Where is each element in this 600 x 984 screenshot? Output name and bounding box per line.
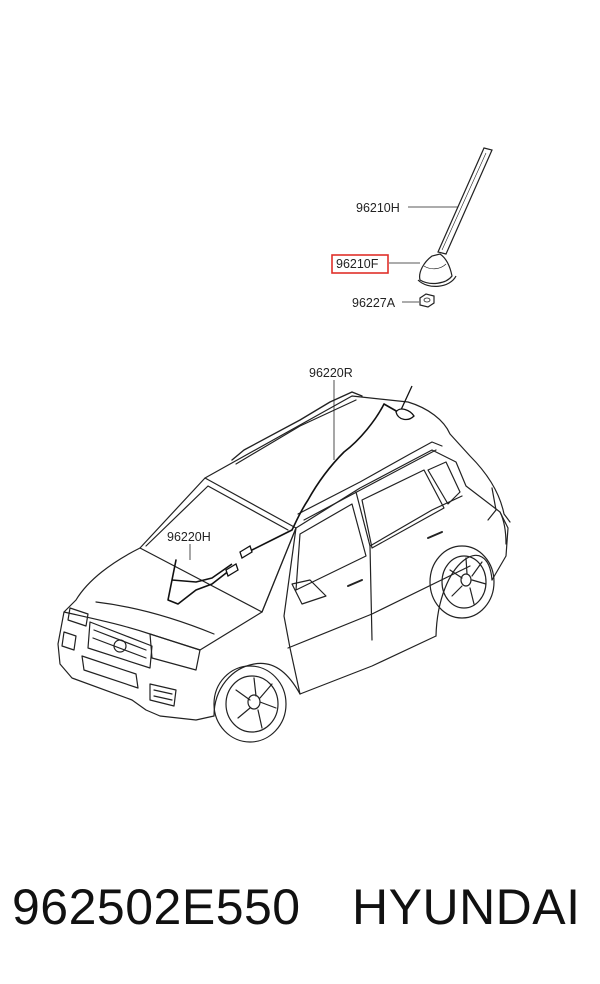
callout-96210F: 96210F — [336, 257, 379, 271]
callout-96220H: 96220H — [167, 530, 211, 544]
callout-96210H: 96210H — [356, 201, 400, 215]
antenna-assembly — [389, 147, 493, 308]
callout-96220R: 96220R — [309, 366, 353, 380]
callout-96227A: 96227A — [352, 296, 396, 310]
antenna-mast — [437, 147, 493, 255]
vehicle-drawing — [57, 391, 511, 743]
roof-antenna-mount — [225, 385, 415, 577]
antenna-cable — [167, 403, 399, 605]
part-number: 962502E550 — [12, 879, 301, 935]
antenna-nut — [419, 293, 435, 308]
highlight-box — [331, 254, 389, 274]
footer: 962502E550 HYUNDAI — [0, 872, 600, 952]
brand-name: HYUNDAI — [352, 879, 581, 935]
